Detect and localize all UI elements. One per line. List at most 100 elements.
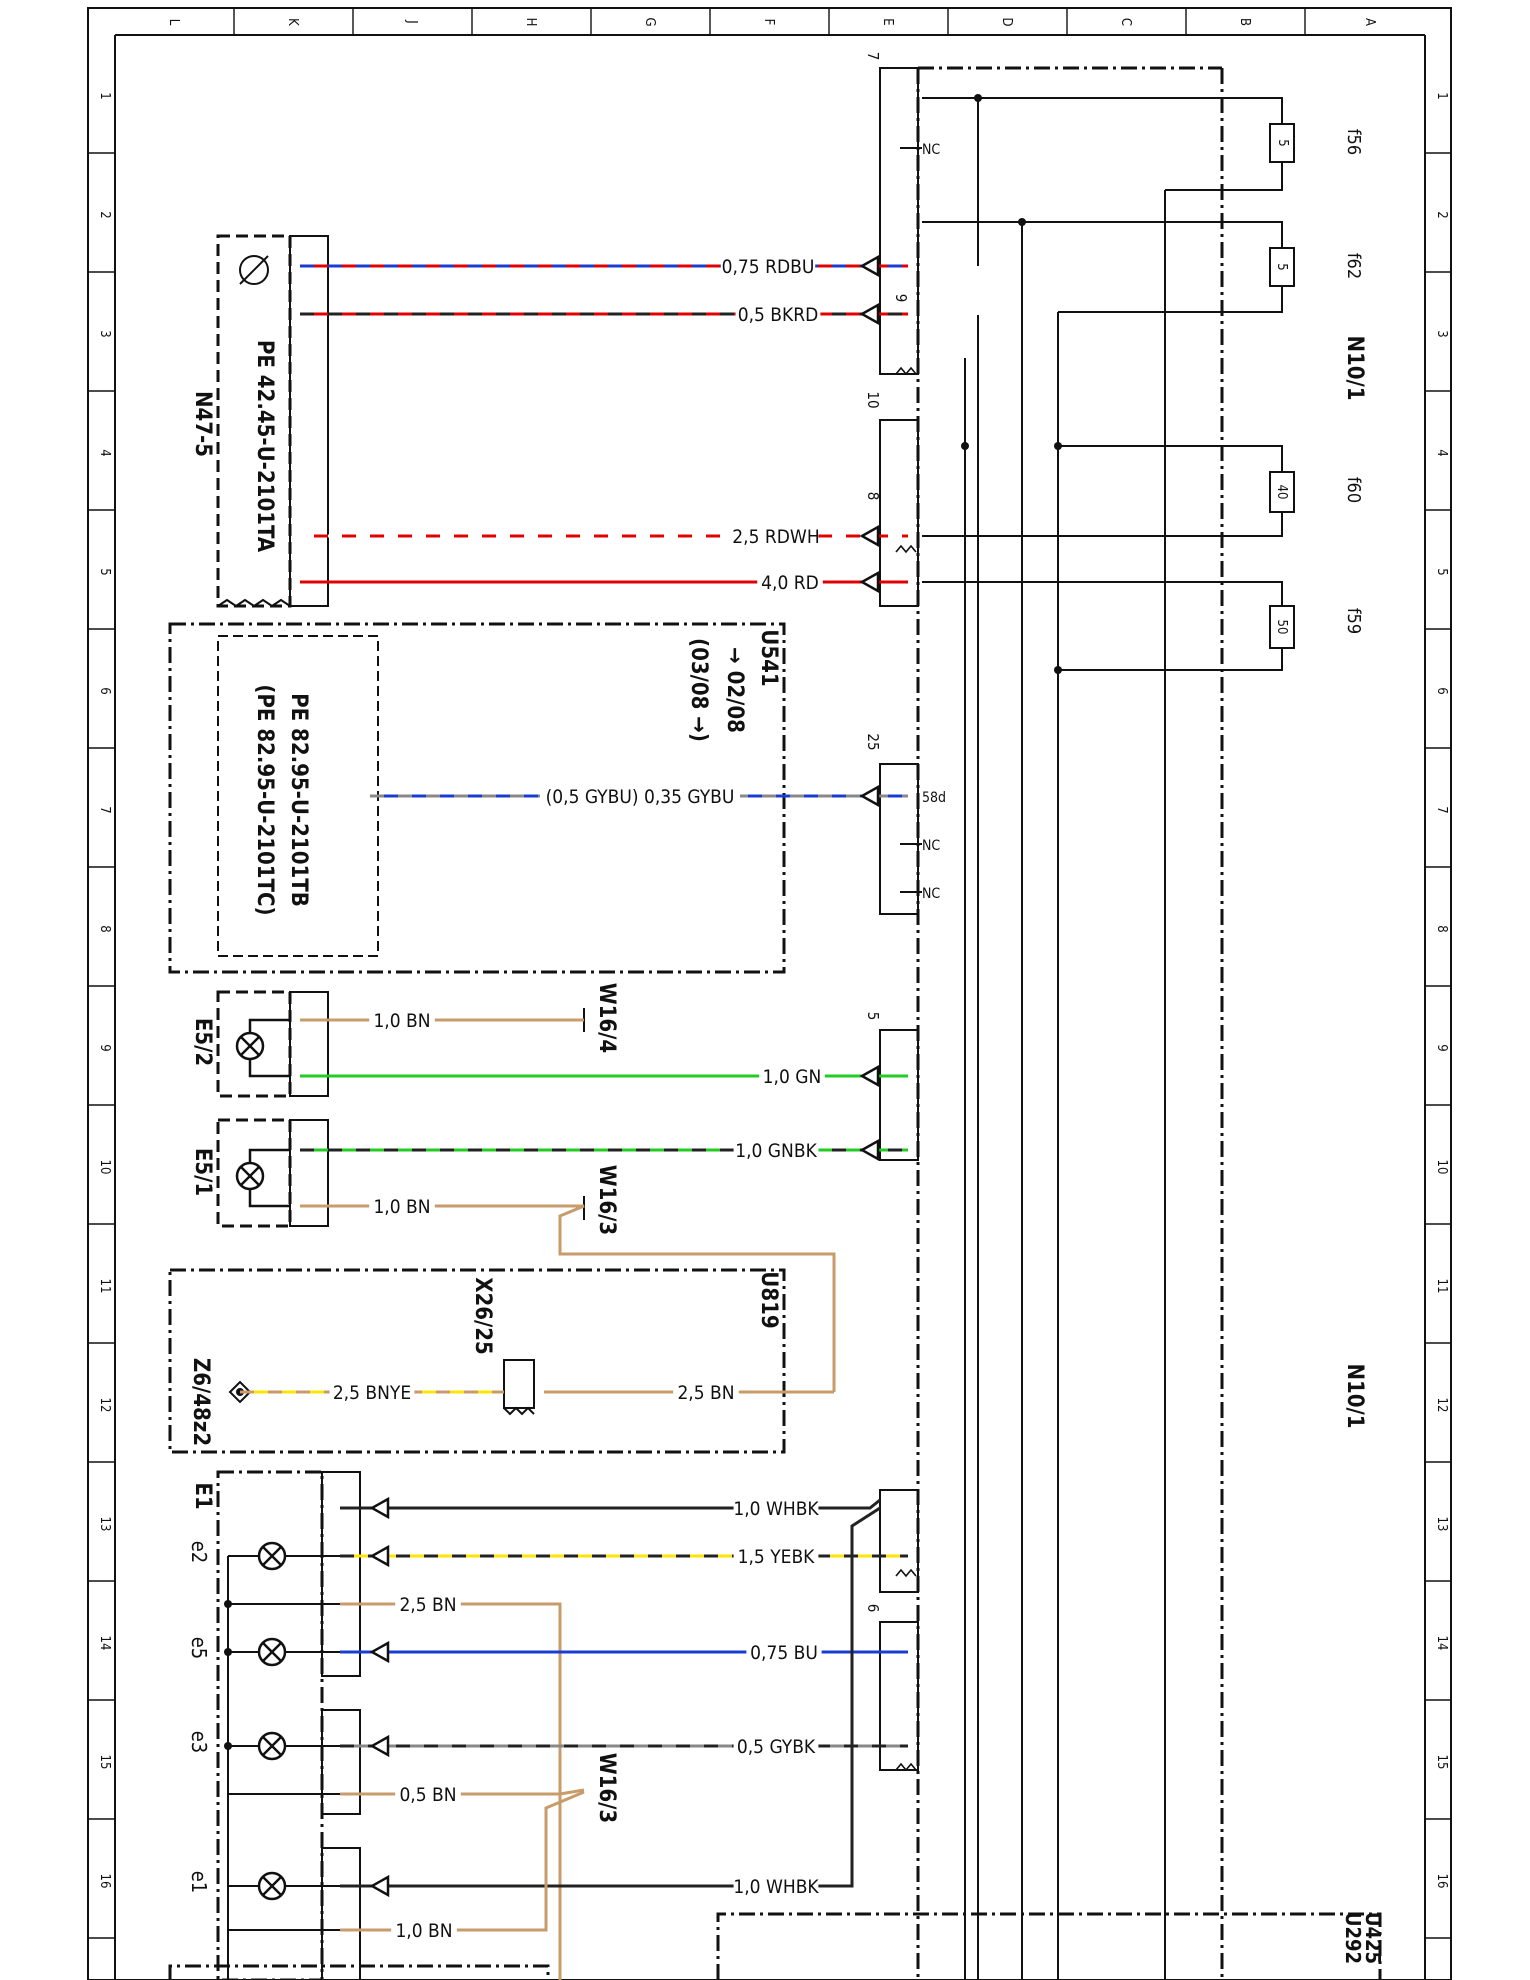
- column-ruler: [233, 8, 1306, 35]
- component-label-e1: E1: [190, 1482, 215, 1509]
- column-label: D: [999, 17, 1014, 26]
- row-label: 3: [97, 330, 112, 337]
- wire-label-background: [720, 254, 816, 278]
- n47-5-wavy-break: [217, 598, 291, 608]
- wire-label-background: [733, 1138, 819, 1162]
- connector-arrow-icon: [859, 302, 880, 326]
- wire: [340, 1498, 881, 1510]
- row-label: 13: [97, 1517, 112, 1532]
- terminal-nc: NC: [922, 886, 940, 902]
- wire-label-background: [733, 1874, 819, 1898]
- fuse-label: f59: [1343, 608, 1364, 634]
- reference-n47-5: PE 42.45-U-2101TA: [252, 340, 277, 553]
- n10-1-module-outline: [916, 66, 1224, 1980]
- connector-arrow-icon: [369, 1544, 390, 1568]
- wire-label: 1,0 GNBK: [735, 1140, 817, 1162]
- component-label-z6-48z2: Z6/48z2: [188, 1358, 213, 1446]
- row-label: 15: [1434, 1755, 1449, 1770]
- wire: [340, 1506, 881, 1888]
- row-label: 6: [97, 687, 112, 694]
- connector-number: 10: [864, 391, 882, 408]
- wire-label: 0,5 GYBK: [737, 1736, 816, 1758]
- row-label: 9: [97, 1044, 112, 1051]
- wire-label-background: [395, 1782, 461, 1806]
- row-label: 11: [97, 1279, 112, 1294]
- row-label: 2: [97, 211, 112, 218]
- column-label: J: [404, 19, 419, 23]
- connector-number: 6: [864, 1604, 882, 1613]
- wire: [340, 1790, 585, 1932]
- row-label: 6: [1434, 687, 1449, 694]
- wire-label-background: [733, 1544, 819, 1568]
- fuse-f62: 5 f62: [1269, 247, 1364, 287]
- e5-2-outline: [216, 990, 292, 1228]
- connector-number: 5: [864, 1012, 882, 1021]
- nc-stubs: [900, 147, 922, 893]
- fuse-label: f56: [1343, 129, 1364, 155]
- wire-label-background: [369, 1194, 435, 1218]
- wire-label-background: [369, 1008, 435, 1032]
- component-label-n47-5: N47-5: [190, 391, 215, 457]
- wire-label-background: [673, 1380, 739, 1404]
- row-label: 4: [1434, 449, 1449, 456]
- row-label: 2: [1434, 211, 1449, 218]
- wire-label: 2,5 RDWH: [732, 526, 819, 548]
- wire-label: 1,0 BN: [373, 1196, 430, 1218]
- connector-wavy-breaks: [895, 366, 917, 1772]
- row-label: 12: [1434, 1398, 1449, 1413]
- row-label: 7: [97, 806, 112, 813]
- wire: [340, 1788, 585, 1796]
- n47-5-connector: [289, 235, 329, 607]
- row-label: 9: [1434, 1044, 1449, 1051]
- wire-label-background: [746, 1640, 822, 1664]
- column-label: G: [642, 17, 657, 26]
- row-label: 10: [1434, 1160, 1449, 1175]
- wire-label-background: [395, 1592, 461, 1616]
- row-label: 16: [97, 1874, 112, 1889]
- terminal-58d: 58d: [922, 790, 946, 806]
- component-label-u425: U425: [1361, 1912, 1385, 1964]
- wire-label-background: [391, 1918, 457, 1942]
- connector-arrow-icon: [369, 1496, 390, 1520]
- connector-arrow-icon: [859, 570, 880, 594]
- fuse-bank: [922, 97, 1283, 671]
- u541-outline: [168, 622, 786, 974]
- fuse-label: f60: [1343, 477, 1364, 503]
- bus-lines: [964, 98, 1282, 1980]
- column-label: K: [285, 18, 300, 26]
- lamp-icon: [257, 1541, 287, 1901]
- reference-u541: PE 82.95-U-2101TB: [286, 693, 311, 907]
- row-label: 16: [1434, 1874, 1449, 1889]
- connector-arrow-icon: [859, 254, 880, 278]
- row-label: 12: [97, 1398, 112, 1413]
- u541-date-range: (03/08 →): [686, 638, 711, 742]
- wire-label-background: [733, 524, 819, 548]
- fuse-f56: 5 f56: [1269, 123, 1364, 163]
- wire-label-background: [329, 1380, 415, 1404]
- u425-outline: [168, 1912, 1382, 1980]
- ground-label-w16-3: W16/3: [594, 1753, 619, 1823]
- fuse-label: f62: [1343, 253, 1364, 279]
- connector-arrow-icon: [859, 1064, 880, 1088]
- column-label: F: [761, 19, 776, 26]
- e1-internal-wiring: [228, 1555, 340, 1931]
- column-label: L: [166, 19, 181, 26]
- row-label: 8: [97, 925, 112, 932]
- component-label-u541: U541: [756, 629, 781, 686]
- u819-outline: [168, 1268, 786, 1454]
- column-label: C: [1118, 18, 1133, 26]
- wire-label-background: [733, 1734, 819, 1758]
- row-label: 15: [97, 1755, 112, 1770]
- row-label: 5: [97, 568, 112, 575]
- wire: [300, 1204, 836, 1392]
- component-label-e5-1: E5/1: [190, 1148, 215, 1196]
- wire-label-background: [733, 1496, 819, 1520]
- connector-arrow-icon: [859, 1138, 880, 1162]
- component-label-u292: U292: [1341, 1912, 1365, 1964]
- row-label: 13: [1434, 1517, 1449, 1532]
- terminal-nc: NC: [922, 838, 940, 854]
- wire-label-background: [759, 1064, 825, 1088]
- lamp-label: e1: [187, 1871, 211, 1894]
